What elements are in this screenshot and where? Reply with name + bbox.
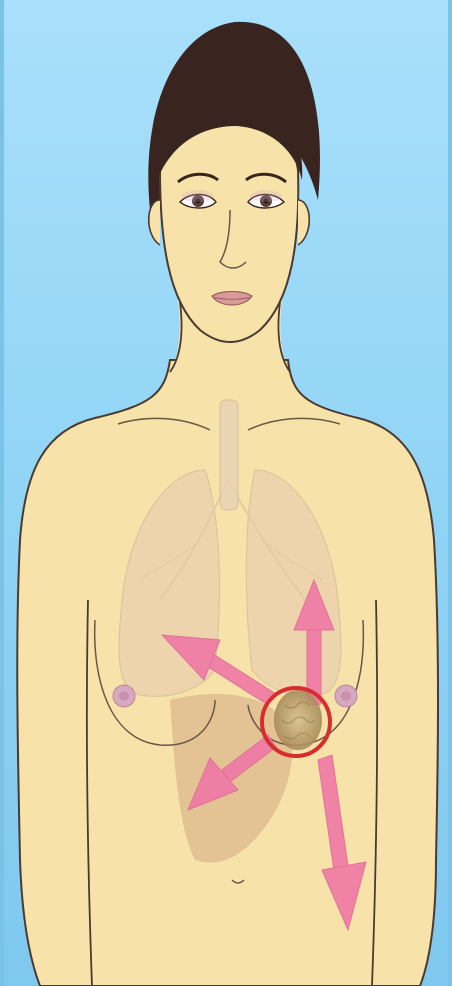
- tumor: [274, 690, 322, 750]
- right-ear: [298, 200, 309, 245]
- trachea: [220, 400, 238, 510]
- left-ear: [149, 200, 160, 245]
- head: [148, 22, 320, 342]
